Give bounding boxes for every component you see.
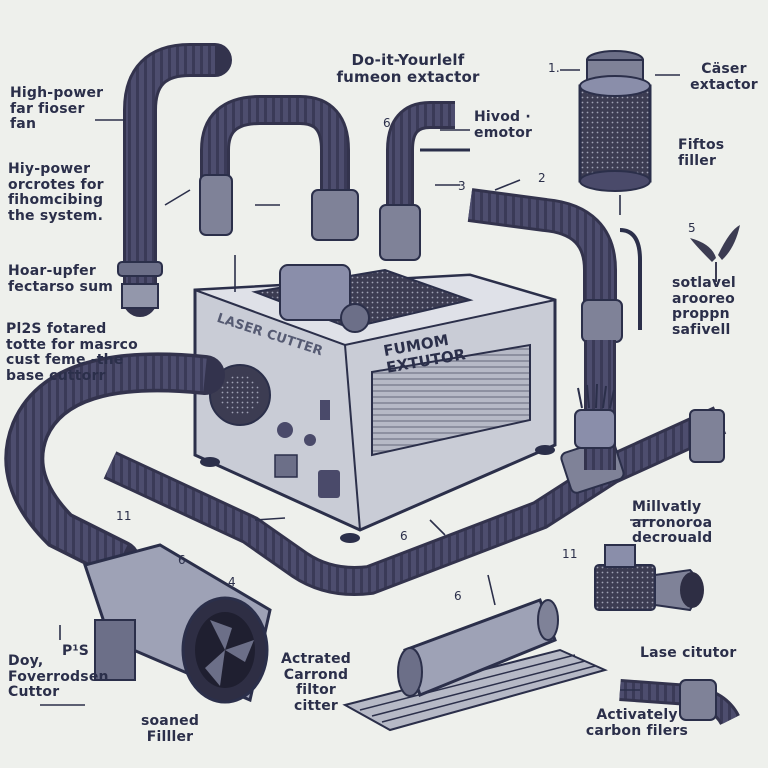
label-sotlavel: sotlavel arooreo proppn safivell	[672, 275, 736, 339]
label-caser-extactor: Cäser extactor	[690, 61, 758, 93]
leader-lines	[40, 69, 680, 706]
label-p125-fotared: Pl2S fotared totte for masrco cust feme …	[6, 321, 138, 385]
marker-5: 5	[688, 221, 696, 235]
leaf-icon	[690, 225, 740, 282]
marker-11-left: 11	[116, 509, 132, 523]
small-filter-module	[594, 544, 704, 612]
label-p1s: P¹S	[62, 643, 90, 659]
label-fiftos-filler: Fiftos filler	[678, 137, 725, 169]
inline-fan	[83, 543, 272, 704]
tube-filter-tray	[342, 598, 608, 732]
right-side-hose	[467, 188, 642, 343]
carbon-filter-cartridge	[578, 50, 652, 192]
label-soaned-filler: soaned Filller	[140, 713, 200, 745]
right-filter-column	[574, 340, 616, 470]
marker-2: 2	[538, 171, 546, 185]
main-unit-box	[193, 264, 557, 543]
label-doy-cutter: Doy, Foverrodsen Cuttor	[8, 653, 109, 701]
marker-1: 1.	[548, 61, 560, 75]
label-hoar-upfer: Hoar-upfer fectarso sum	[8, 263, 114, 295]
label-actively-carbon: Activately carbon filers	[585, 707, 689, 739]
top-hoses	[199, 95, 470, 261]
label-high-power-fan: High-power far fioser fan	[10, 85, 104, 133]
label-actrated-carbon: Actrated Carrond filtor citter	[281, 651, 351, 715]
left-vertical-hose	[117, 43, 232, 317]
marker-6-fan: 6	[178, 553, 186, 567]
marker-6-box: 6	[400, 529, 408, 543]
bottom-main-hose	[4, 352, 727, 596]
marker-6-top: 6	[383, 116, 391, 130]
marker-6-tray: 6	[454, 589, 462, 603]
diagram-title: Do-it-Yourlelf fumeon extactor	[336, 51, 480, 86]
elbow-hose-part	[619, 679, 740, 726]
label-hiy-power: Hiy-power orcrotes for fihomcibing the s…	[8, 161, 104, 225]
marker-4: 4	[228, 575, 236, 589]
label-hived-emotor: Hivod · emotor	[474, 109, 533, 141]
marker-11-right: 11	[562, 547, 578, 561]
label-milvatly: Millvatly arronoroa decrouald	[632, 499, 713, 547]
marker-3: 3	[458, 179, 466, 193]
label-lase-citutor: Lase citutor	[640, 645, 737, 661]
